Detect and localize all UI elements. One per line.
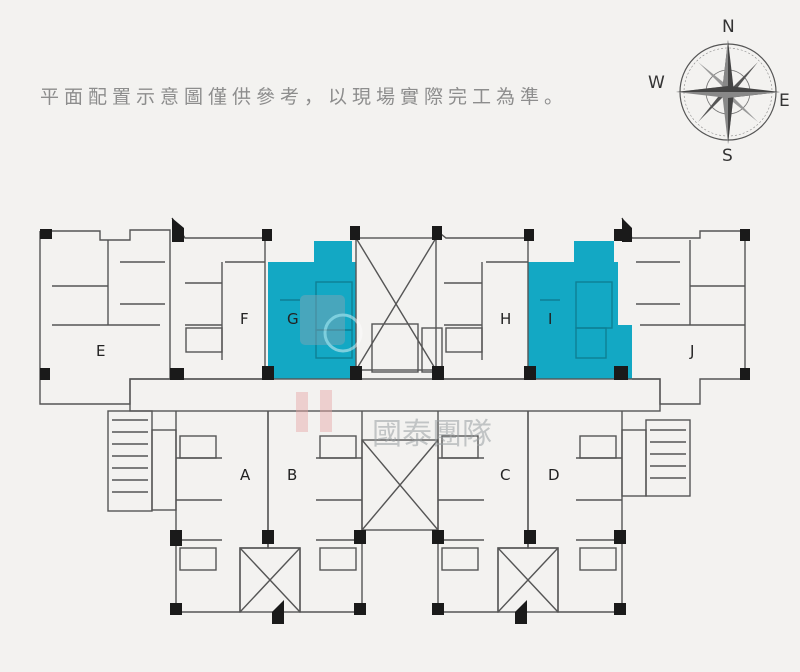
- compass-east-label: E: [779, 91, 790, 111]
- unit-label-g: G: [287, 310, 299, 328]
- compass-west-label: W: [648, 73, 665, 93]
- unit-label-i: I: [548, 310, 552, 328]
- unit-label-j: J: [689, 342, 694, 360]
- compass-rose-icon: N S W E: [648, 17, 790, 165]
- compass-south-label: S: [722, 146, 733, 165]
- unit-label-h: H: [500, 310, 511, 328]
- unit-label-d: D: [548, 466, 560, 484]
- unit-label-f: F: [240, 310, 249, 328]
- unit-label-c: C: [500, 466, 510, 484]
- watermark-logo: [296, 295, 363, 432]
- disclaimer-text: 平面配置示意圖僅供參考，以現場實際完工為準。: [40, 86, 569, 108]
- unit-label-b: B: [287, 466, 297, 484]
- unit-label-e: E: [96, 342, 105, 360]
- compass-north-label: N: [722, 17, 735, 37]
- unit-g-highlight: [268, 241, 356, 379]
- unit-label-a: A: [240, 466, 251, 484]
- watermark-text: 國泰團隊: [372, 417, 492, 452]
